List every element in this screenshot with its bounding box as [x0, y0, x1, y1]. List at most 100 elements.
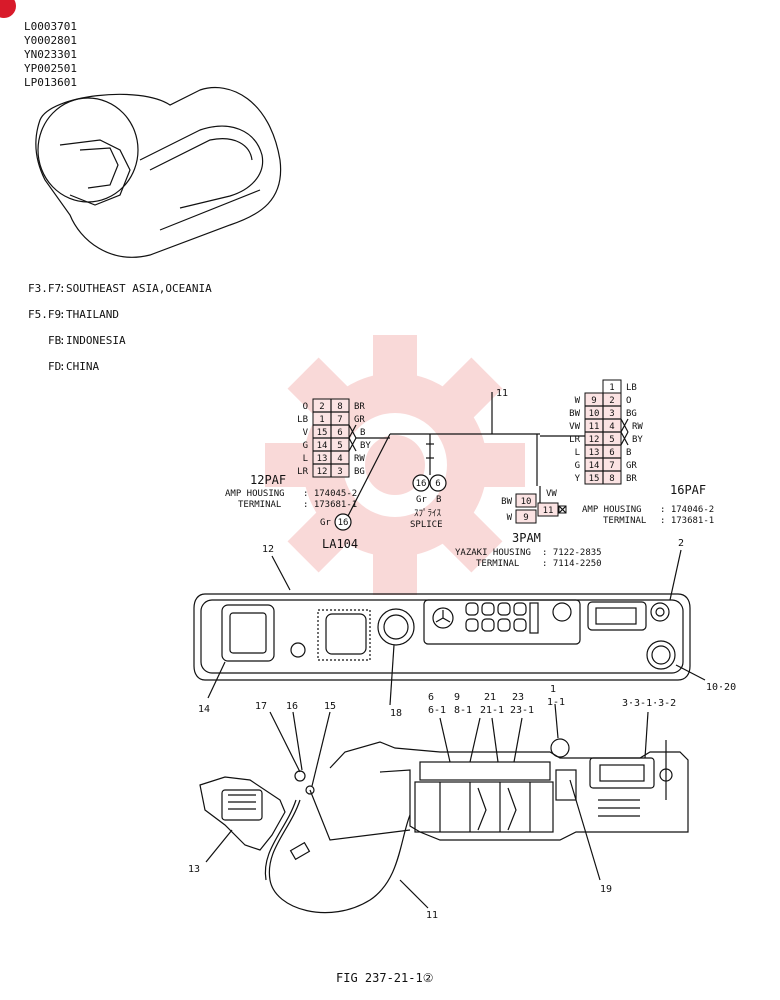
pin-number: 13: [589, 448, 600, 458]
pin-number: 8: [337, 402, 342, 412]
callout-21: 21: [484, 692, 496, 703]
wire-color: W: [575, 396, 581, 406]
housing-label: AMP HOUSING: [225, 489, 285, 499]
splice-symbol: 16 6 Gr B ｽﾌﾟﾗｲｽ SPLICE: [410, 474, 447, 530]
callout-14: 14: [198, 704, 210, 715]
wire-color: VW: [546, 489, 557, 499]
pin-number: 4: [337, 454, 342, 464]
wire-color: RW: [632, 422, 643, 432]
connector-name: 16PAF: [670, 483, 706, 497]
callout-23-1: 23-1: [510, 705, 534, 716]
callout-23: 23: [512, 692, 524, 703]
connector-16paf: 1 LB W 9 2 O BW 10 3 BG VW 11 4 RW LR 12…: [569, 379, 714, 526]
splice-color-b: B: [436, 495, 441, 505]
wire-color: B: [626, 448, 631, 458]
connector-12paf: O 2 8 BR LB 1 7 GR V 15 6 B G 14 5 BY L …: [225, 398, 371, 510]
serial-list: L0003701 Y0002801 YN023301 YP002501 LP01…: [24, 20, 77, 89]
pin-number: 7: [609, 461, 614, 471]
wire-color: O: [626, 396, 631, 406]
pin-number: 6: [337, 428, 342, 438]
wire-color: RW: [354, 454, 365, 464]
terminal-part: : 173681-1: [303, 500, 357, 510]
splice-pin-a: 16: [416, 479, 427, 489]
callout-10-20: 10·20: [706, 682, 736, 693]
wire-color: GR: [626, 461, 637, 471]
callout-1: 1: [550, 684, 556, 695]
callout-12: 12: [262, 544, 274, 555]
wire-color: BG: [354, 467, 365, 477]
connector-name: 12PAF: [250, 473, 286, 487]
wire-color: LB: [626, 383, 637, 393]
terminal-label: TERMINAL: [603, 516, 646, 526]
callout-8-1: 8-1: [454, 705, 472, 716]
wire-color: LR: [569, 435, 580, 445]
callout-11-top: 11: [496, 388, 508, 399]
pin-number: 2: [609, 396, 614, 406]
wire-color: L: [303, 454, 308, 464]
pin-number: 9: [591, 396, 596, 406]
splice-label: SPLICE: [410, 520, 443, 530]
serial-number: LP013601: [24, 76, 77, 89]
la104-color: Gr: [320, 518, 331, 528]
wire-color: BG: [626, 409, 637, 419]
pin-number: 9: [523, 513, 528, 523]
callout-19: 19: [600, 884, 612, 895]
terminal-part: : 173681-1: [660, 516, 714, 526]
dashboard-panel: [193, 593, 691, 681]
pin-number: 14: [589, 461, 600, 471]
region-colons: : : : :: [59, 282, 66, 373]
callouts: 11 12 2 10·20 14 18 6 6-1 9 8-1 21 21-1 …: [188, 388, 736, 921]
splice-pin-b: 6: [435, 479, 440, 489]
wire-color: O: [303, 402, 308, 412]
region-code: FD: [48, 360, 61, 373]
wire-color: BY: [360, 441, 371, 451]
pin-number: 3: [337, 467, 342, 477]
wire-color: V: [303, 428, 309, 438]
figure-caption: FIG 237-21-1②: [336, 971, 433, 985]
wire-color: W: [507, 513, 513, 523]
splice-color-a: Gr: [416, 495, 427, 505]
region-code: FB: [48, 334, 62, 347]
pin-number: 5: [609, 435, 614, 445]
pin-number: 1: [319, 415, 324, 425]
pin-number: 7: [337, 415, 342, 425]
callout-21-1: 21-1: [480, 705, 504, 716]
pin-number: 3: [609, 409, 614, 419]
pin-number: 13: [317, 454, 328, 464]
harness-lines: [347, 392, 585, 517]
callout-17: 17: [255, 701, 267, 712]
region-name: CHINA: [66, 360, 99, 373]
serial-number: Y0002801: [24, 34, 77, 47]
wire-color: G: [575, 461, 580, 471]
callout-13: 13: [188, 864, 200, 875]
callout-15: 15: [324, 701, 336, 712]
wire-color: GR: [354, 415, 365, 425]
svg-text::: :: [59, 334, 66, 347]
wire-color: BR: [354, 402, 365, 412]
housing-label: AMP HOUSING: [582, 505, 642, 515]
region-name: INDONESIA: [66, 334, 126, 347]
pin-number: 15: [589, 474, 600, 484]
wire-color: Y: [575, 474, 581, 484]
connector-3pam: BW 10 W 9 VW 11 3PAM YAZAKI HOUSING : 71…: [455, 486, 602, 569]
callout-9: 9: [454, 692, 460, 703]
callout-6: 6: [428, 692, 434, 703]
pin-number: 10: [589, 409, 600, 419]
wire-color: BW: [501, 497, 512, 507]
pin-number: 1: [609, 383, 614, 393]
callout-6-1: 6-1: [428, 705, 446, 716]
wire-color: G: [303, 441, 308, 451]
wire-color: BR: [626, 474, 637, 484]
pin-number: 6: [609, 448, 614, 458]
region-name: THAILAND: [66, 308, 119, 321]
leader-lines: [205, 549, 706, 909]
callout-3: 3·3-1·3-2: [622, 698, 676, 709]
callout-1-1: 1-1: [547, 697, 565, 708]
wire-color: BY: [632, 435, 643, 445]
pin-number: 5: [337, 441, 342, 451]
housing-part: : 7122-2835: [542, 548, 602, 558]
pin-number: 10: [521, 497, 532, 507]
fuse-box-assembly: [199, 738, 689, 914]
splice-label-jp: ｽﾌﾟﾗｲｽ: [414, 508, 442, 519]
